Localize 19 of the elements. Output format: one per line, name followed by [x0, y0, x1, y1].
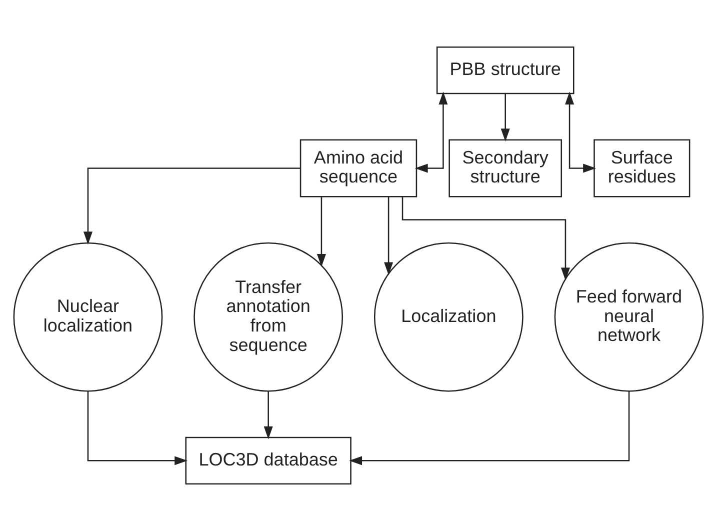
node-box: Amino acid sequence [300, 138, 418, 197]
node-box: Secondary structure [448, 138, 562, 197]
node-box: Surface residues [594, 138, 690, 197]
arrow [414, 91, 448, 172]
arrow [83, 167, 300, 244]
node-circle: Nuclear localization [13, 242, 163, 392]
node-box: LOC3D database [185, 436, 352, 484]
arrow [565, 91, 596, 172]
node-box: PBB structure [436, 46, 574, 94]
arrow [264, 390, 273, 439]
arrow [87, 390, 188, 465]
arrow [316, 196, 326, 266]
node-circle: Transfer annotation from sequence [194, 242, 344, 392]
node-circle: Localization [374, 242, 524, 392]
arrow [384, 196, 394, 275]
arrow [402, 196, 570, 280]
node-circle: Feed forward neural network [554, 242, 704, 392]
arrow [349, 390, 630, 465]
arrow [500, 93, 510, 142]
